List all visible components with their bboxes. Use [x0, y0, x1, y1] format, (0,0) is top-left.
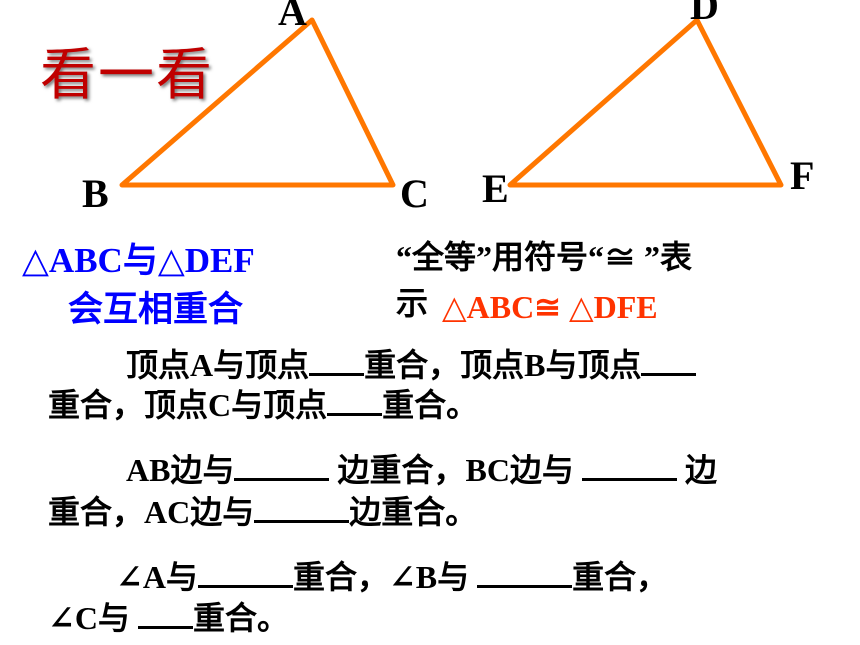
q2-text-4: 重合，AC边与	[48, 494, 255, 530]
answer-blank	[477, 557, 573, 588]
vertex-label-c: C	[400, 171, 429, 216]
congruent-text-line2: 示	[396, 285, 429, 321]
q2-text-2: 边重合，BC边与	[337, 452, 574, 488]
q3-text-4: ∠C与	[48, 600, 130, 636]
overlap-text-line1: △ABC与△DEF	[22, 241, 255, 280]
congruent-text-line1: “全等”用符号“≅ ”表	[396, 239, 693, 275]
answer-blank	[137, 598, 193, 629]
question-3-line1: ∠A与 重合，∠B与 重合，	[116, 552, 668, 598]
q1-text-1: 顶点A与顶点	[126, 347, 310, 383]
answer-blank	[641, 345, 697, 376]
vertex-label-f: F	[790, 153, 815, 198]
triangle-def	[507, 17, 784, 188]
triangle-abc	[119, 17, 396, 188]
question-3-line2: ∠C与 重合。	[48, 593, 289, 639]
q3-text-5: 重合。	[192, 600, 289, 636]
question-1-line2: 重合，顶点C与顶点 重合。	[48, 380, 478, 426]
answer-blank	[309, 345, 365, 376]
question-2-line2: 重合，AC边与 边重合。	[48, 487, 477, 533]
answer-blank	[581, 450, 677, 481]
question-1-line1: 顶点A与顶点 重合，顶点B与顶点	[126, 340, 697, 386]
vertex-label-b: B	[82, 171, 109, 216]
q2-text-5: 边重合。	[349, 494, 478, 530]
answer-blank	[234, 450, 330, 481]
q3-text-1: ∠A与	[116, 559, 198, 595]
answer-blank	[197, 557, 293, 588]
q2-text-1: AB边与	[126, 452, 235, 488]
vertex-label-a: A	[278, 0, 307, 34]
question-2-line1: AB边与 边重合，BC边与 边	[126, 445, 717, 491]
q1-text-4: 重合。	[382, 387, 479, 423]
congruent-expression: △ABC≅ △DFE	[442, 289, 658, 325]
q3-text-2: 重合，∠B与	[292, 559, 470, 595]
triangles-figure	[119, 17, 784, 188]
overlap-text-line2: 会互相重合	[68, 290, 244, 329]
q1-text-2: 重合，顶点B与顶点	[364, 347, 642, 383]
answer-blank	[254, 492, 350, 523]
q1-text-3: 重合，顶点C与顶点	[48, 387, 328, 423]
vertex-label-d: D	[690, 0, 719, 28]
q2-text-3: 边	[684, 452, 717, 488]
vertex-label-e: E	[482, 166, 509, 211]
q3-text-3: 重合，	[572, 559, 669, 595]
page-title: 看一看	[40, 43, 214, 108]
answer-blank	[327, 385, 383, 416]
